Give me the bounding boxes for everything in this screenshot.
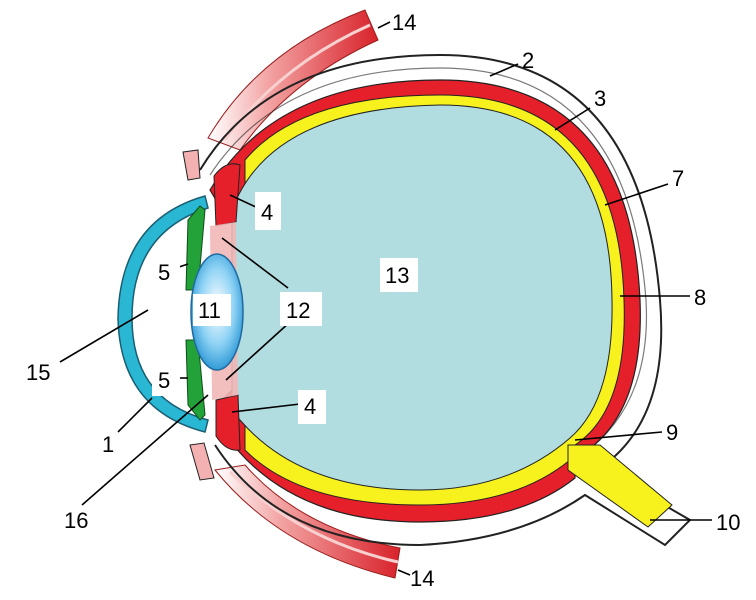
ciliary-body-upper — [213, 163, 241, 227]
leader-line-4-bottom — [231, 403, 301, 413]
label-bg-4-top — [255, 192, 281, 230]
label-9: 9 — [666, 420, 678, 445]
leader-line-9 — [574, 431, 663, 441]
label-bg-12 — [280, 292, 322, 326]
label-bg-5-bottom — [152, 364, 180, 396]
inferior-muscle-stripe — [228, 470, 399, 564]
label-1: 1 — [102, 432, 114, 457]
ciliary-body-lower — [215, 394, 241, 451]
leader-line-7 — [604, 183, 669, 206]
leader-line-12a — [221, 237, 289, 289]
leader-line-16 — [81, 394, 209, 506]
label-4-top: 4 — [261, 200, 273, 225]
optic-nerve — [567, 444, 673, 528]
label-bg-11 — [193, 294, 231, 326]
label-4-bottom: 4 — [304, 394, 316, 419]
label-12: 12 — [286, 298, 310, 323]
label-11: 11 — [198, 298, 221, 323]
label-14-bottom: 14 — [410, 566, 434, 591]
leader-line-2 — [489, 63, 519, 77]
leader-line-12b — [225, 321, 291, 381]
label-2: 2 — [522, 48, 534, 73]
iris-upper — [185, 205, 206, 291]
label-bg-13 — [380, 258, 418, 292]
label-15: 15 — [26, 360, 50, 385]
label-10: 10 — [716, 510, 740, 535]
leader-line-14-top — [377, 21, 391, 29]
label-3: 3 — [594, 86, 606, 111]
cornea — [117, 195, 209, 433]
upper-conjunctiva — [182, 149, 201, 181]
leader-line-3 — [554, 107, 591, 131]
label-14-top: 14 — [392, 10, 416, 35]
label-13: 13 — [385, 263, 409, 288]
label-bg-4-bottom — [298, 390, 326, 424]
lower-conjunctiva — [189, 442, 215, 481]
superior-muscle — [207, 9, 379, 151]
label-bg-5-top — [152, 256, 180, 288]
label-5-bottom: 5 — [158, 368, 170, 393]
label-16: 16 — [64, 508, 88, 533]
leader-line-15 — [59, 309, 149, 363]
vitreous-body — [231, 104, 613, 491]
leader-line-14-bottom — [397, 569, 411, 576]
leader-line-4-top — [229, 194, 259, 209]
sclera-inner-outline — [209, 67, 648, 456]
label-7: 7 — [672, 166, 684, 191]
label-5-top: 5 — [158, 260, 170, 285]
leader-line-1 — [117, 397, 153, 433]
label-8: 8 — [694, 285, 706, 310]
sclera-outline — [199, 53, 692, 547]
